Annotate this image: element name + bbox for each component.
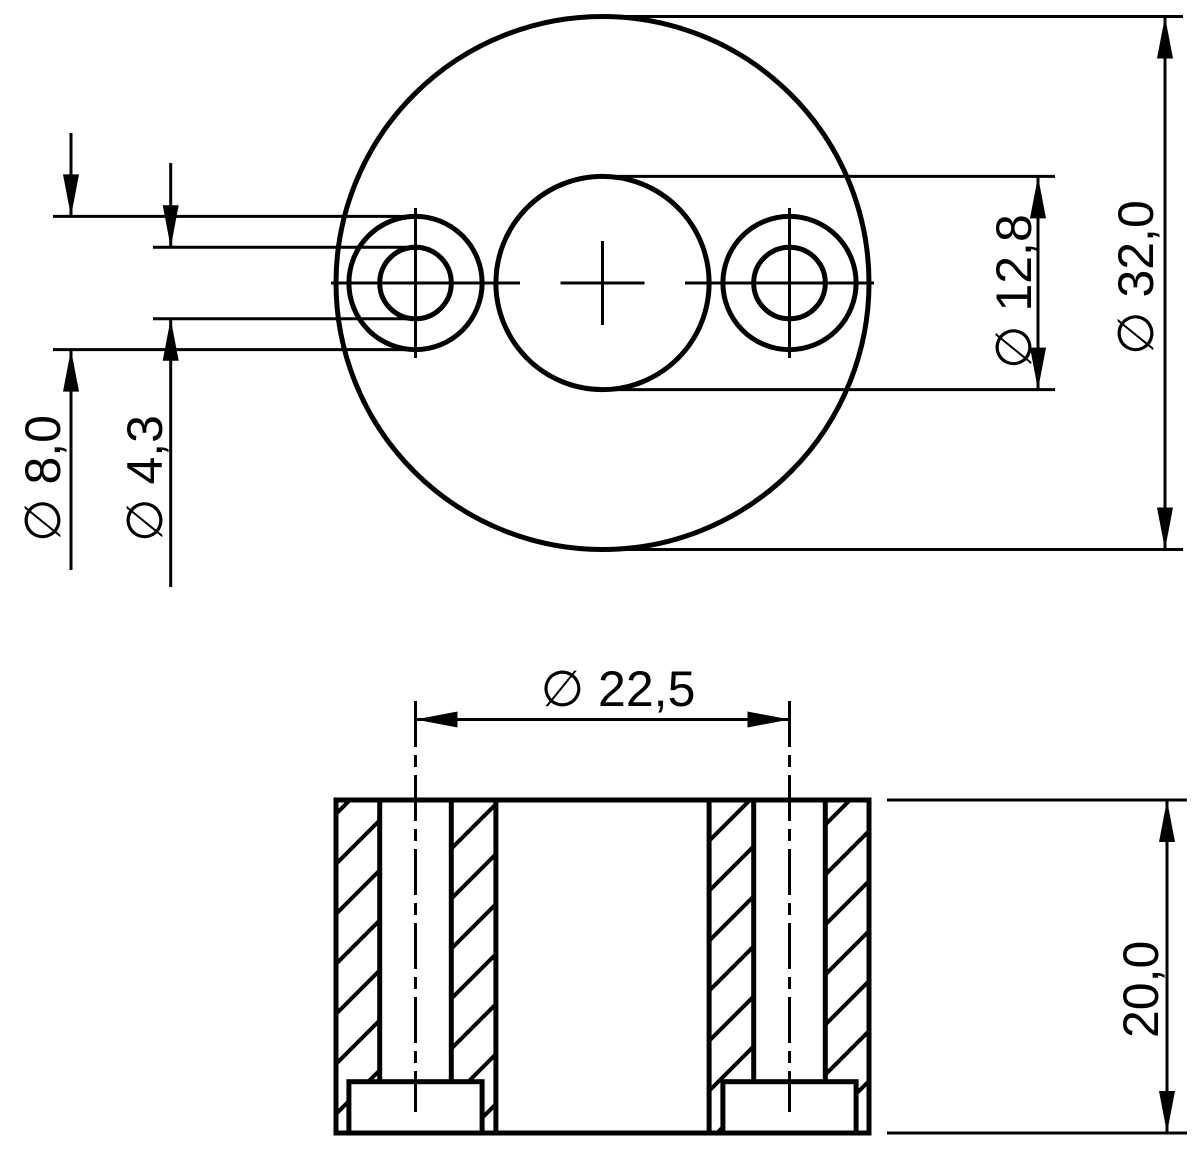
- dimension-bolt-circle-diameter: ∅ 22,5: [415, 661, 790, 728]
- arrowhead-up-icon: [63, 349, 79, 392]
- arrowhead-down-icon: [1157, 507, 1173, 550]
- arrowhead-right-icon: [747, 711, 790, 728]
- dimension-outer-diameter: ∅ 32,0: [602, 15, 1183, 551]
- dimension-center-hole-diameter: ∅ 12,8: [602, 174, 1055, 392]
- section-body-outline: [333, 797, 872, 1136]
- dimension-label: 20,0: [1113, 941, 1169, 1038]
- arrowhead-left-icon: [415, 711, 458, 728]
- hatch-band-left-outer: [336, 800, 380, 1133]
- hatch-areas: [336, 800, 869, 1133]
- section-view: [333, 701, 872, 1136]
- arrowhead-up-icon: [1159, 800, 1175, 842]
- dimension-label: ∅ 8,0: [15, 415, 71, 542]
- hatch-band-left-inner: [451, 800, 496, 1133]
- dimension-label: ∅ 4,3: [117, 415, 173, 542]
- arrowhead-down-icon: [1030, 347, 1046, 390]
- arrowhead-up-icon: [1030, 176, 1046, 219]
- hatch-band-right-outer: [825, 800, 869, 1133]
- arrowhead-down-icon: [1159, 1091, 1175, 1133]
- arrowhead-up-icon: [1157, 16, 1173, 59]
- dimension-label: ∅ 12,8: [986, 214, 1042, 369]
- arrowhead-down-icon: [162, 205, 179, 248]
- dimension-label: ∅ 22,5: [541, 661, 696, 717]
- arrowhead-up-icon: [162, 318, 179, 361]
- hatch-band-right-inner: [709, 800, 754, 1133]
- centerlines: [331, 208, 874, 358]
- dimension-counterbore-diameter: ∅ 8,0: [15, 133, 410, 570]
- arrowhead-down-icon: [63, 174, 79, 217]
- dimension-small-hole-diameter: ∅ 4,3: [117, 163, 410, 587]
- dimension-label: ∅ 32,0: [1108, 200, 1164, 355]
- dimension-part-height: 20,0: [887, 798, 1187, 1135]
